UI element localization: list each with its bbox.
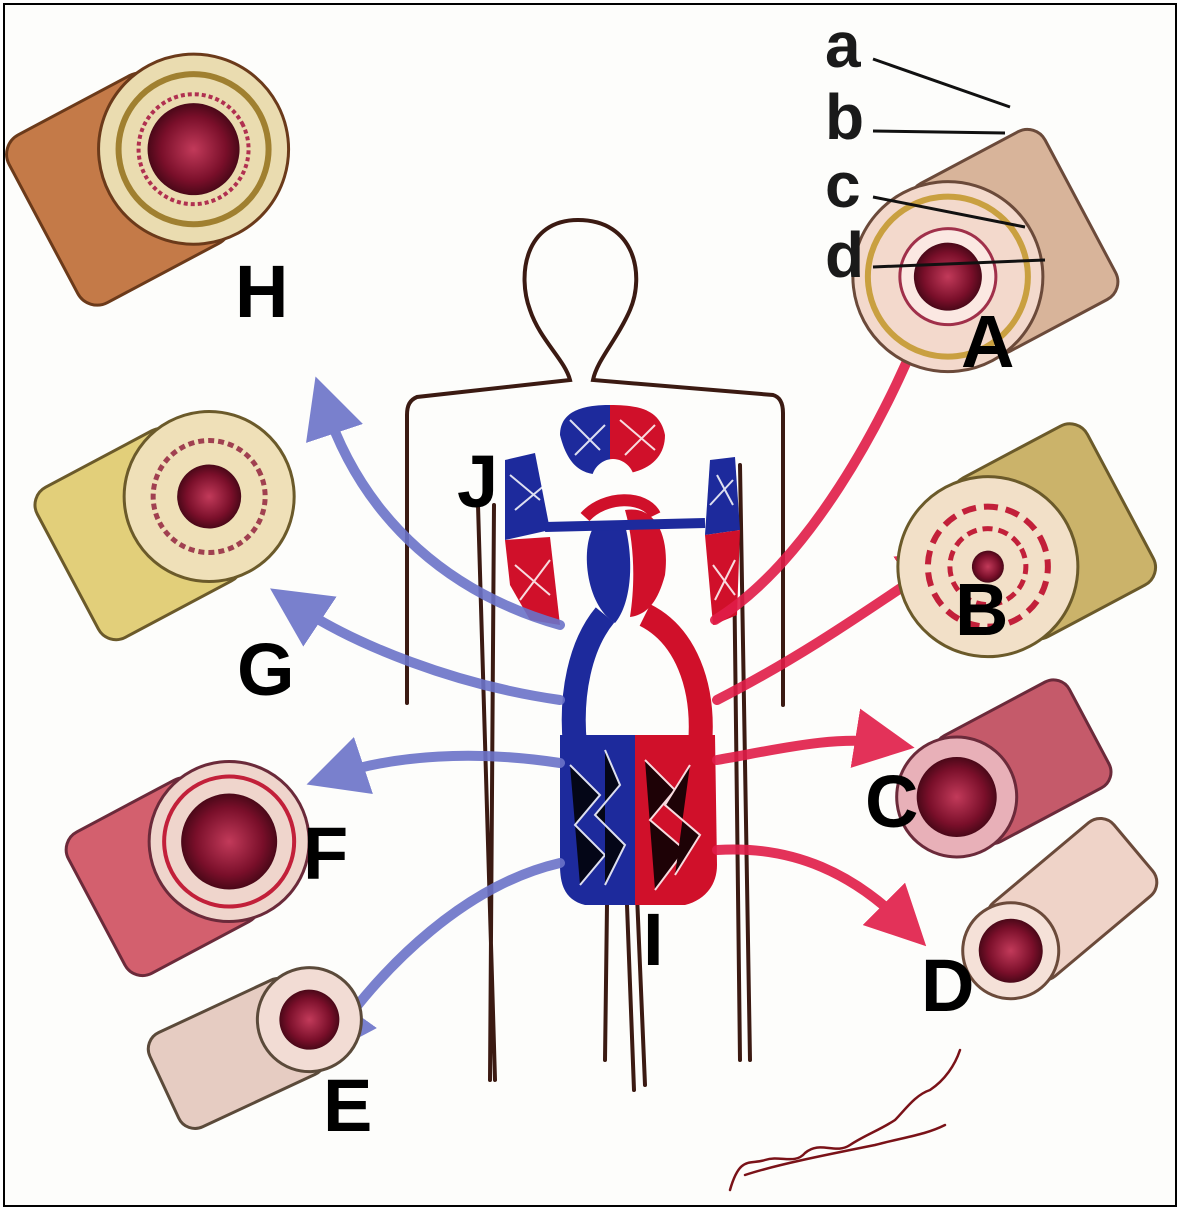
- vein-cross-section-icon: [59, 733, 337, 982]
- label-a-artery: A: [961, 305, 1014, 379]
- label-i: I: [643, 903, 664, 977]
- vein-cross-section-icon: [28, 382, 324, 647]
- layer-label-b: b: [825, 85, 864, 149]
- layer-label-d: d: [825, 223, 864, 287]
- label-c: C: [865, 765, 918, 839]
- diagram-frame: A B C D E F G H I J a b c d: [3, 3, 1177, 1207]
- signature-icon: [730, 1050, 960, 1190]
- label-g: G: [237, 633, 295, 707]
- heart-icon: [505, 405, 740, 905]
- label-e: E: [323, 1069, 372, 1143]
- label-f: F: [303, 817, 348, 891]
- label-d: D: [921, 949, 974, 1023]
- layer-label-c: c: [825, 153, 861, 217]
- label-h: H: [235, 255, 288, 329]
- layer-label-a: a: [825, 13, 861, 77]
- artery-cross-section-icon: [866, 417, 1162, 689]
- label-b: B: [955, 573, 1008, 647]
- label-j: J: [457, 445, 498, 519]
